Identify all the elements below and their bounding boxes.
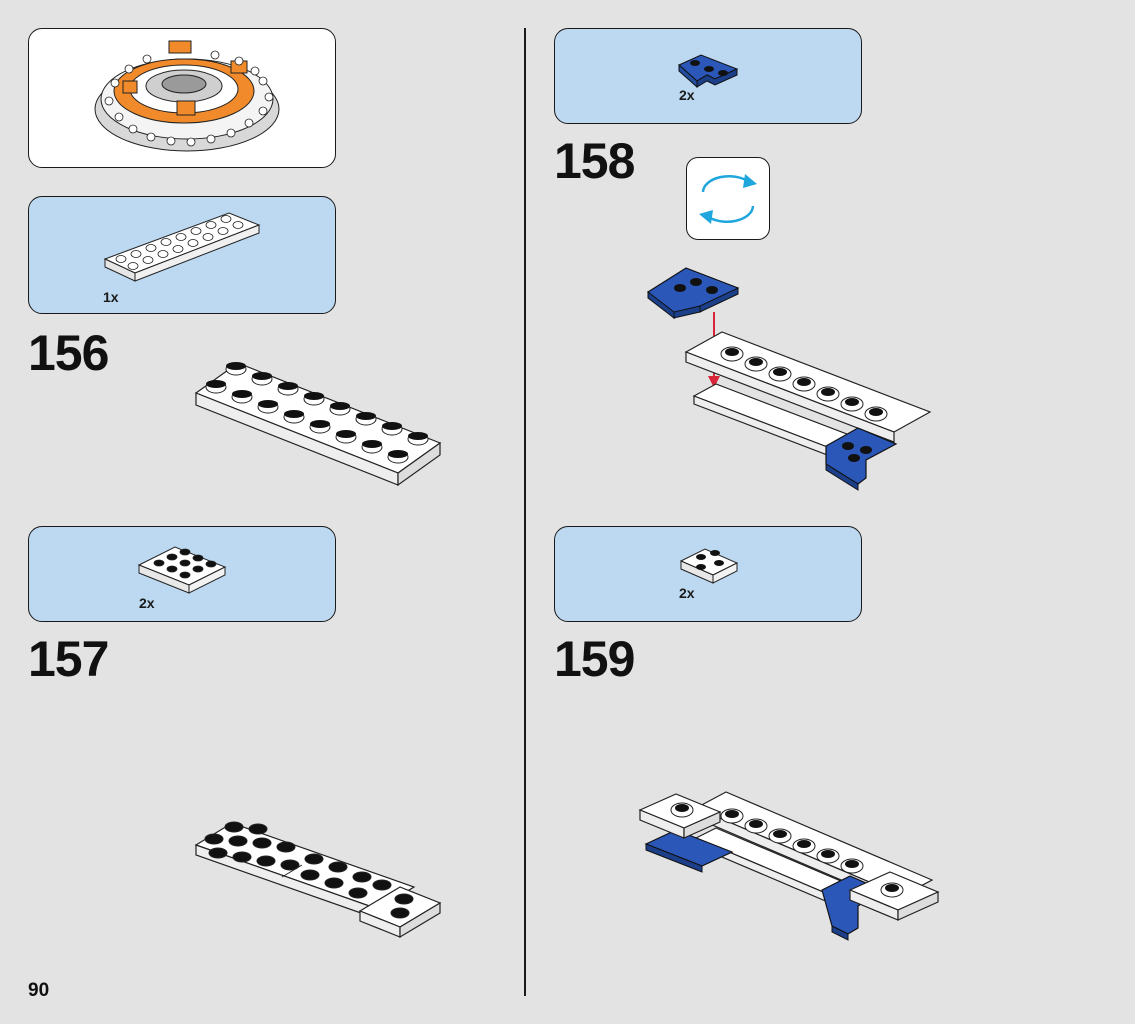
plate-2x8-part-image xyxy=(103,212,261,282)
step-number: 158 xyxy=(554,133,635,189)
step-157-model-image xyxy=(194,821,442,939)
step-159-model-image xyxy=(638,791,940,941)
plate-2x2-part-image xyxy=(679,548,739,584)
step-158-model-image xyxy=(647,267,932,491)
parts-callout-159: 2x xyxy=(554,526,862,622)
part-quantity: 2x xyxy=(679,585,695,601)
parts-callout-156: 1x xyxy=(28,196,336,314)
subassembly-callout xyxy=(28,28,336,168)
step-number: 159 xyxy=(554,631,635,687)
blue-corner-plate-part-image xyxy=(678,54,739,89)
part-quantity: 1x xyxy=(103,289,119,305)
parts-callout-157: 2x xyxy=(28,526,336,622)
page-number: 90 xyxy=(28,980,50,1001)
part-quantity: 2x xyxy=(139,595,155,611)
parts-callout-158: 2x xyxy=(554,28,862,124)
rotate-model-icon xyxy=(699,174,757,224)
plate-3x3-part-image xyxy=(137,546,227,594)
part-quantity: 2x xyxy=(679,87,695,103)
round-subassembly-image xyxy=(94,40,280,152)
step-number: 156 xyxy=(28,325,109,381)
step-number: 157 xyxy=(28,631,109,687)
column-divider xyxy=(524,28,526,996)
step-156-model-image xyxy=(194,362,442,487)
rotate-callout xyxy=(686,157,770,240)
